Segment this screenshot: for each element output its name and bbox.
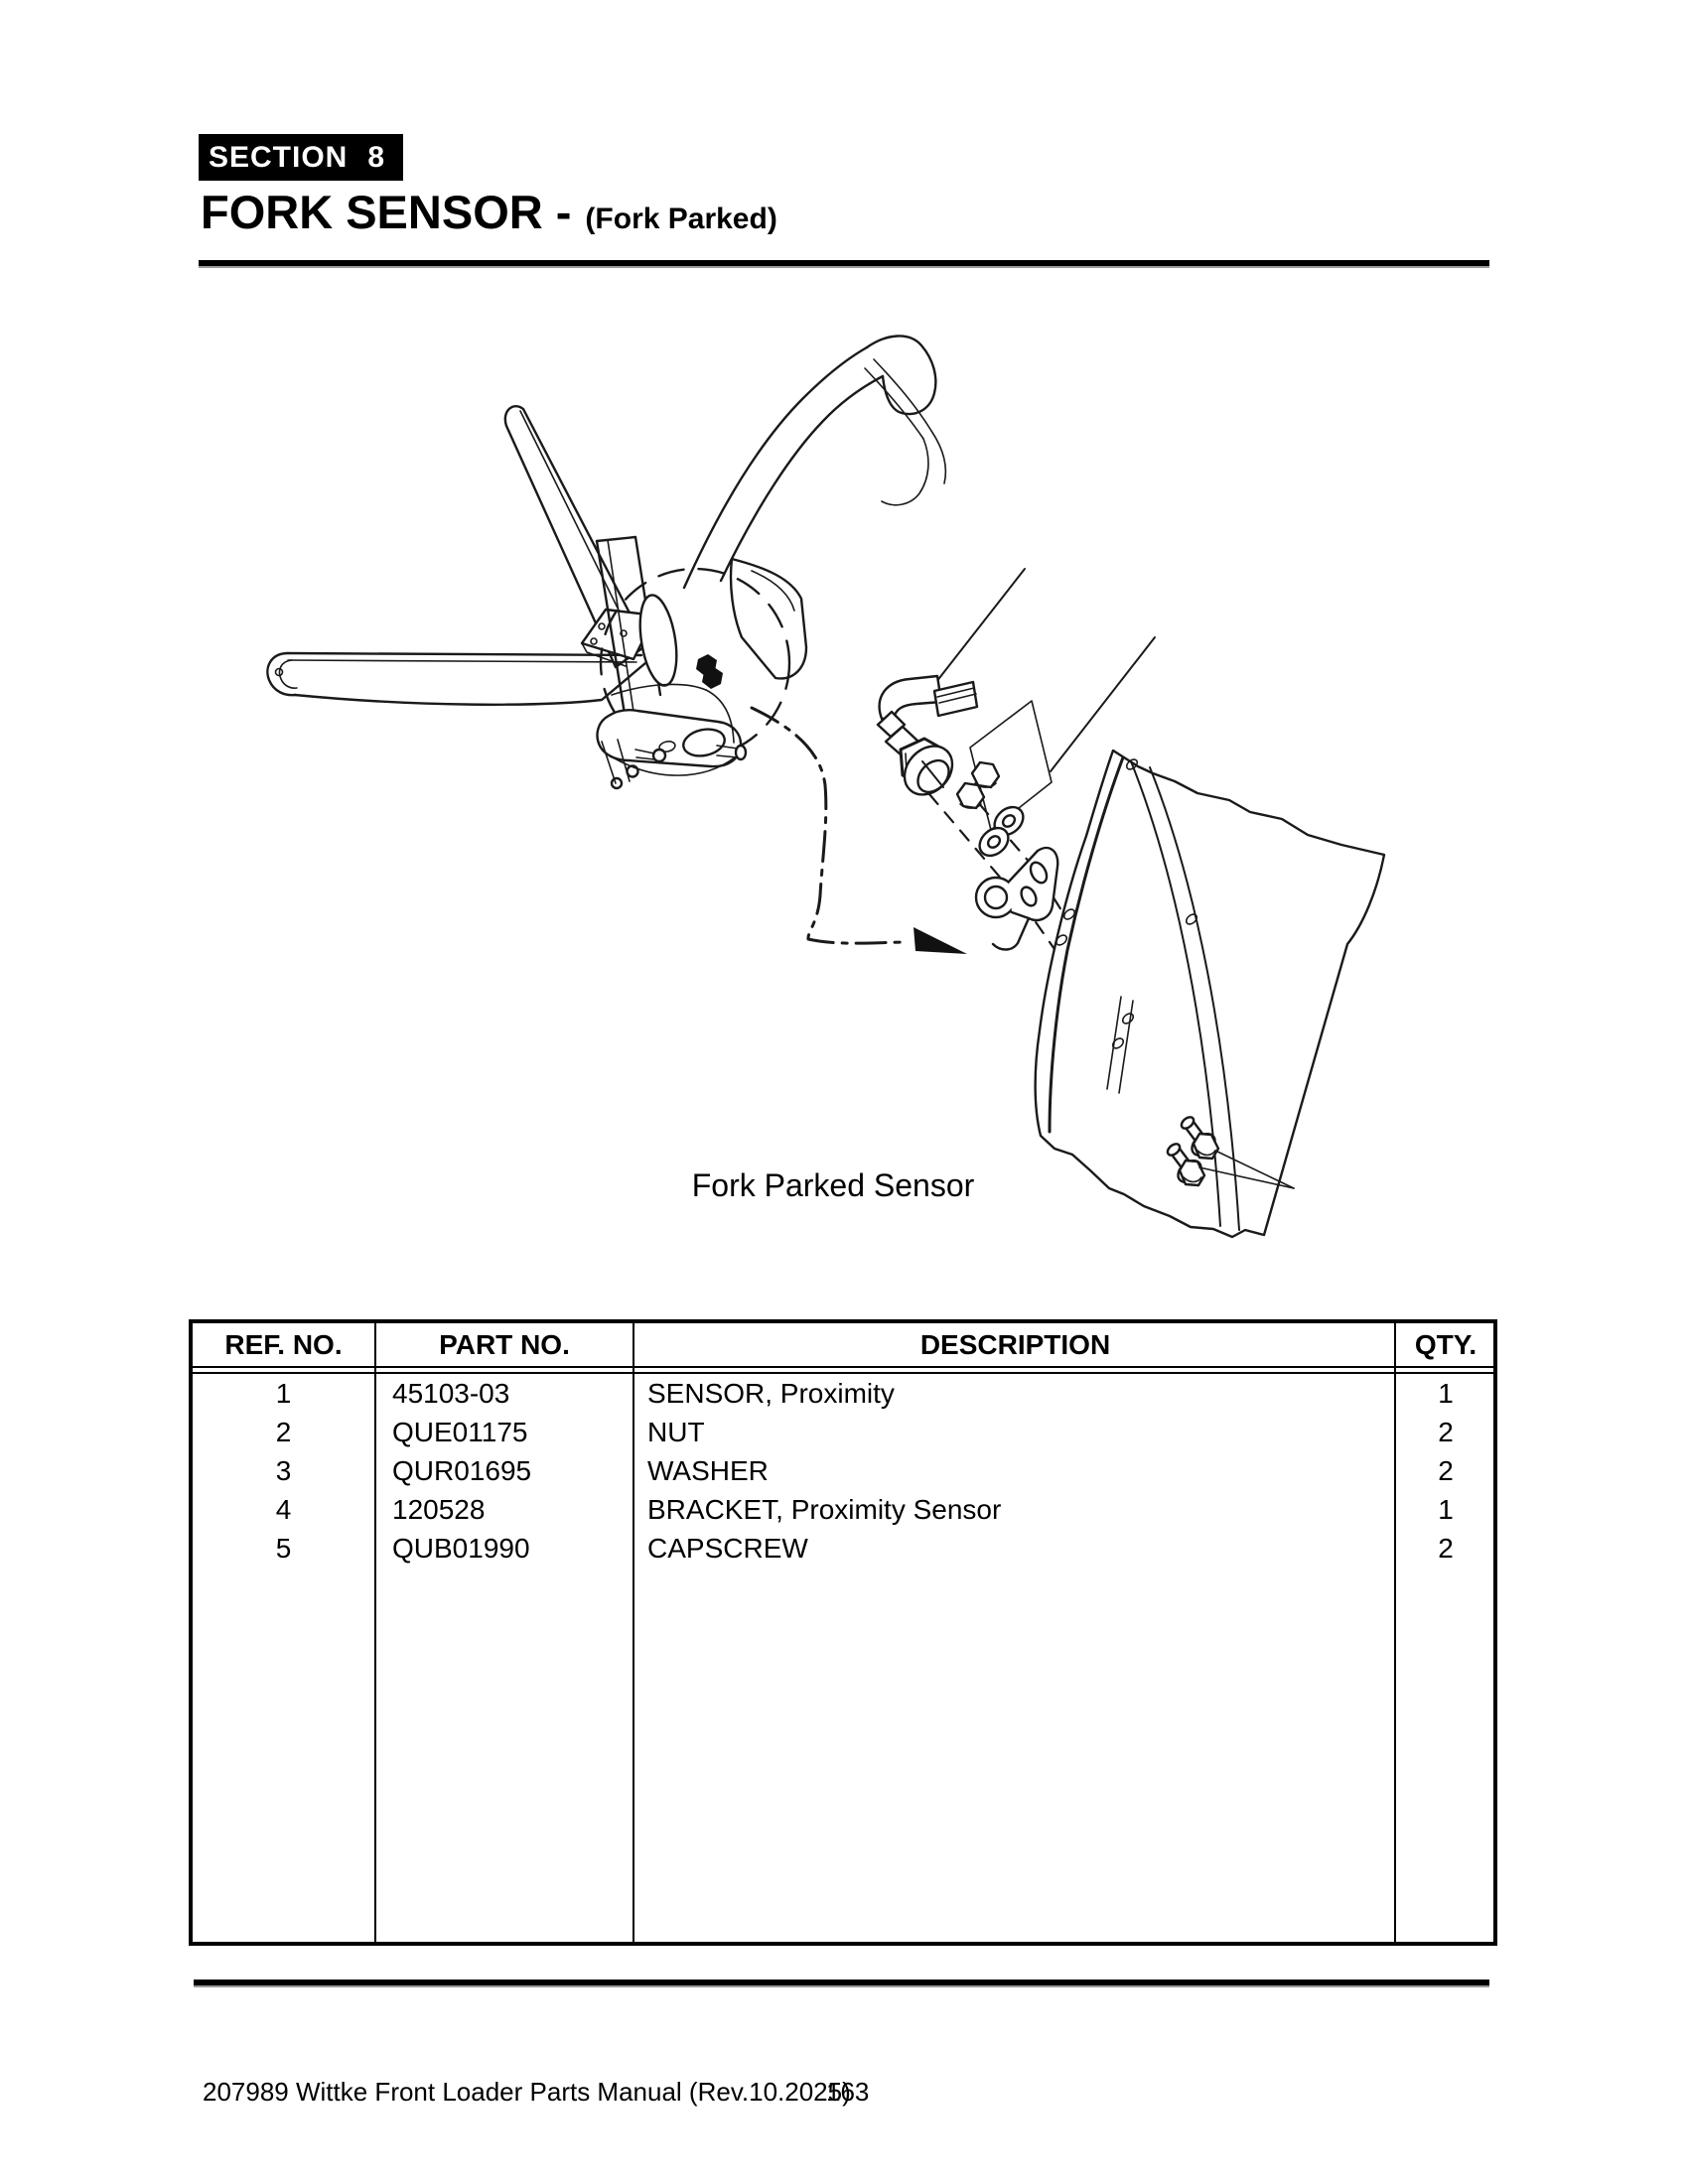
footer-page-number: 163 xyxy=(826,2077,870,2107)
cell-description: SENSOR, Proximity xyxy=(647,1377,895,1409)
cell-description: BRACKET, Proximity Sensor xyxy=(647,1493,1002,1525)
cell-qty: 2 xyxy=(1438,1454,1454,1486)
fork-assembly-drawing xyxy=(266,335,947,790)
col-header-ref-no: REF. NO. xyxy=(224,1328,343,1360)
cell-description: CAPSCREW xyxy=(647,1532,808,1564)
header-divider-rule xyxy=(199,260,1489,268)
cell-qty: 2 xyxy=(1438,1532,1454,1564)
table-column-divider xyxy=(633,1323,634,1942)
col-header-description: DESCRIPTION xyxy=(919,1328,1111,1360)
parts-table: REF. NO. PART NO. DESCRIPTION QTY. 1 4510… xyxy=(189,1319,1497,1946)
cell-ref-no: 4 xyxy=(275,1493,292,1525)
leader-arrowhead xyxy=(914,927,967,954)
parts-diagram xyxy=(199,328,1489,1251)
capscrew-pair xyxy=(1166,1116,1220,1187)
table-row: 1 45103-03 SENSOR, Proximity 1 xyxy=(193,1374,1493,1413)
footer-divider-rule xyxy=(194,1979,1489,1987)
cell-qty: 1 xyxy=(1438,1493,1454,1525)
table-header-row: REF. NO. PART NO. DESCRIPTION QTY. xyxy=(193,1323,1493,1366)
cell-part-no: 45103-03 xyxy=(392,1377,510,1409)
table-column-divider xyxy=(1394,1323,1396,1942)
sensor-elbow-connector xyxy=(878,674,943,721)
section-number: 8 xyxy=(367,140,385,174)
cell-part-no: 120528 xyxy=(392,1493,486,1525)
page-title-main: FORK SENSOR - xyxy=(201,186,572,238)
page-title-subtitle: (Fork Parked) xyxy=(585,203,777,235)
washer-pair xyxy=(978,805,1025,858)
cell-ref-no: 5 xyxy=(275,1532,292,1564)
cell-part-no: QUR01695 xyxy=(392,1454,532,1486)
cell-description: NUT xyxy=(647,1416,705,1447)
table-row: 5 QUB01990 CAPSCREW 2 xyxy=(193,1529,1493,1568)
fork-sensor-exploded-drawing xyxy=(266,335,1386,1239)
table-header-divider xyxy=(193,1366,1493,1374)
table-row: 3 QUR01695 WASHER 2 xyxy=(193,1451,1493,1490)
nut-pair xyxy=(955,760,1001,810)
cell-part-no: QUB01990 xyxy=(392,1532,530,1564)
cell-qty: 2 xyxy=(1438,1416,1454,1447)
footer-manual-title: 207989 Wittke Front Loader Parts Manual … xyxy=(203,2077,851,2107)
cell-part-no: QUE01175 xyxy=(392,1416,528,1447)
diagram-caption: Fork Parked Sensor xyxy=(691,1167,975,1203)
table-row: 4 120528 BRACKET, Proximity Sensor 1 xyxy=(193,1490,1493,1529)
table-row: 2 QUE01175 NUT 2 xyxy=(193,1413,1493,1451)
cell-description: WASHER xyxy=(647,1454,769,1486)
col-header-qty: QTY. xyxy=(1414,1328,1477,1360)
section-label: SECTION xyxy=(209,140,349,174)
cell-ref-no: 2 xyxy=(275,1416,292,1447)
sensor-bracket xyxy=(974,846,1059,951)
cell-ref-no: 1 xyxy=(275,1377,292,1409)
cell-ref-no: 3 xyxy=(275,1454,292,1486)
section-label-box: SECTION 8 xyxy=(199,134,403,181)
mounting-panel-drawing xyxy=(1034,749,1386,1239)
col-header-part-no: PART NO. xyxy=(439,1328,570,1360)
table-column-divider xyxy=(374,1323,376,1942)
page-title: FORK SENSOR - (Fork Parked) xyxy=(201,185,777,239)
cell-qty: 1 xyxy=(1438,1377,1454,1409)
leader-line-and-arrow xyxy=(750,706,967,954)
